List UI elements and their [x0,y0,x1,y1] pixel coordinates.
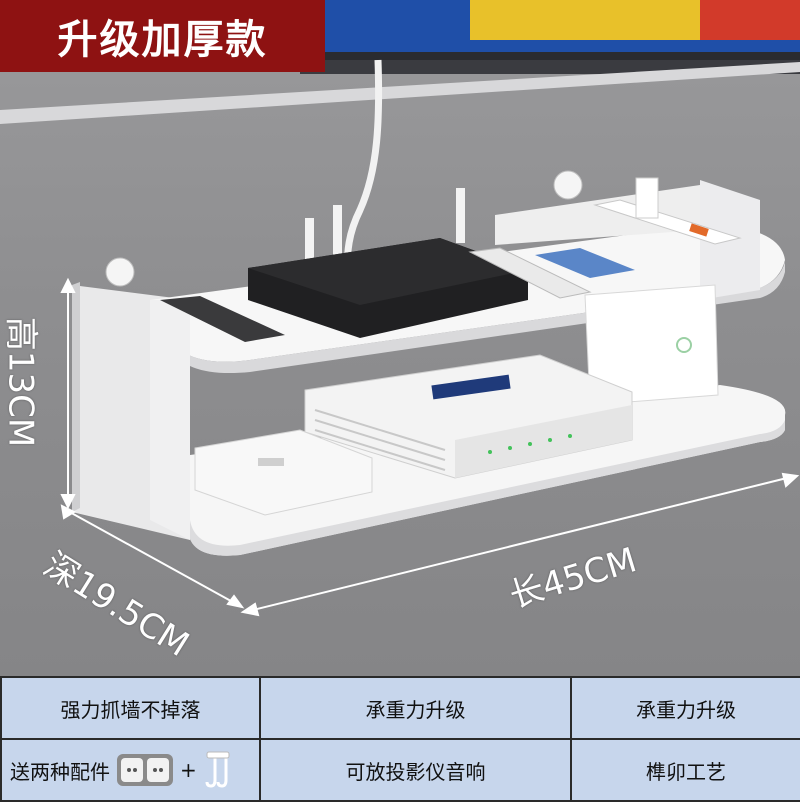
feature-table: 强力抓墙不掉落 承重力升级 承重力升级 送两种配件 + [0,676,800,802]
feature-cell: 承重力升级 [259,676,572,740]
feature-cell: 榫卯工艺 [570,738,800,802]
product-photo: 升级加厚款 高13CM 深19.5CM 长45CM [0,0,800,676]
height-dimension-label: 高13CM [0,316,41,448]
outlet-icon [116,753,174,787]
feature-cell: 可放投影仪音响 [259,738,572,802]
feature-cell: 强力抓墙不掉落 [0,676,261,740]
plus-sign: + [180,758,197,782]
accessories-cell: 送两种配件 + [0,738,261,802]
accessories-label: 送两种配件 [10,759,110,784]
feature-cell: 承重力升级 [570,676,800,740]
wall-shelf-illustration [0,0,800,617]
upgrade-badge: 升级加厚款 [0,0,325,72]
feature-row: 送两种配件 + [0,738,800,802]
adhesive-hook-icon [203,750,233,790]
feature-row: 强力抓墙不掉落 承重力升级 承重力升级 [0,676,800,740]
